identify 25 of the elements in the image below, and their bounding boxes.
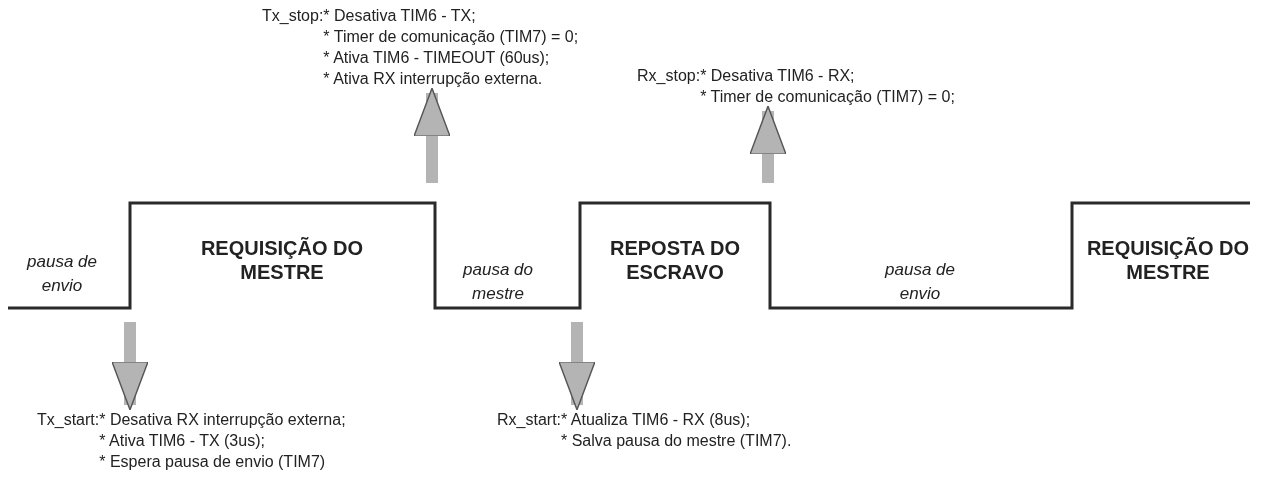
bullet-text: * Desativa TIM6 - TX;	[323, 6, 477, 26]
arrow	[413, 87, 451, 183]
arrow	[111, 322, 149, 411]
bullet-text: * Ativa TIM6 - TIMEOUT (60us);	[323, 48, 551, 68]
bullet-text: * Timer de comunicação (TIM7) = 0;	[323, 27, 579, 47]
event-name: Rx_stop:	[637, 66, 701, 86]
bullet-text: * Ativa RX interrupção externa.	[323, 69, 544, 89]
bullet-text: * Salva pausa do mestre (TIM7).	[561, 431, 792, 451]
segment-label: REQUISIÇÃO DO MESTRE	[1085, 236, 1251, 284]
event-name: Tx_start:	[37, 410, 100, 430]
bullet-text: * Desativa RX interrupção externa;	[99, 410, 346, 430]
event-name: Rx_start:	[497, 410, 561, 430]
bullet-text: * Atualiza TIM6 - RX (8us);	[561, 410, 752, 430]
segment-label: REQUISIÇÃO DO MESTRE	[199, 236, 365, 284]
segment-label: pausa do mestre	[461, 259, 534, 305]
bullet-text: * Desativa TIM6 - RX;	[700, 66, 856, 86]
arrow	[558, 322, 596, 411]
bullet-text: * Espera pausa de envio (TIM7)	[99, 452, 327, 472]
segment-label: REPOSTA DO ESCRAVO	[609, 236, 741, 284]
event-name: Tx_stop:	[262, 6, 324, 26]
bullet-text: * Ativa TIM6 - TX (3us);	[99, 431, 266, 451]
segment-label: pausa de envio	[25, 251, 98, 297]
arrow	[749, 105, 787, 183]
bullet-text: * Timer de comunicação (TIM7) = 0;	[700, 87, 955, 107]
segment-label: pausa de envio	[883, 259, 956, 305]
